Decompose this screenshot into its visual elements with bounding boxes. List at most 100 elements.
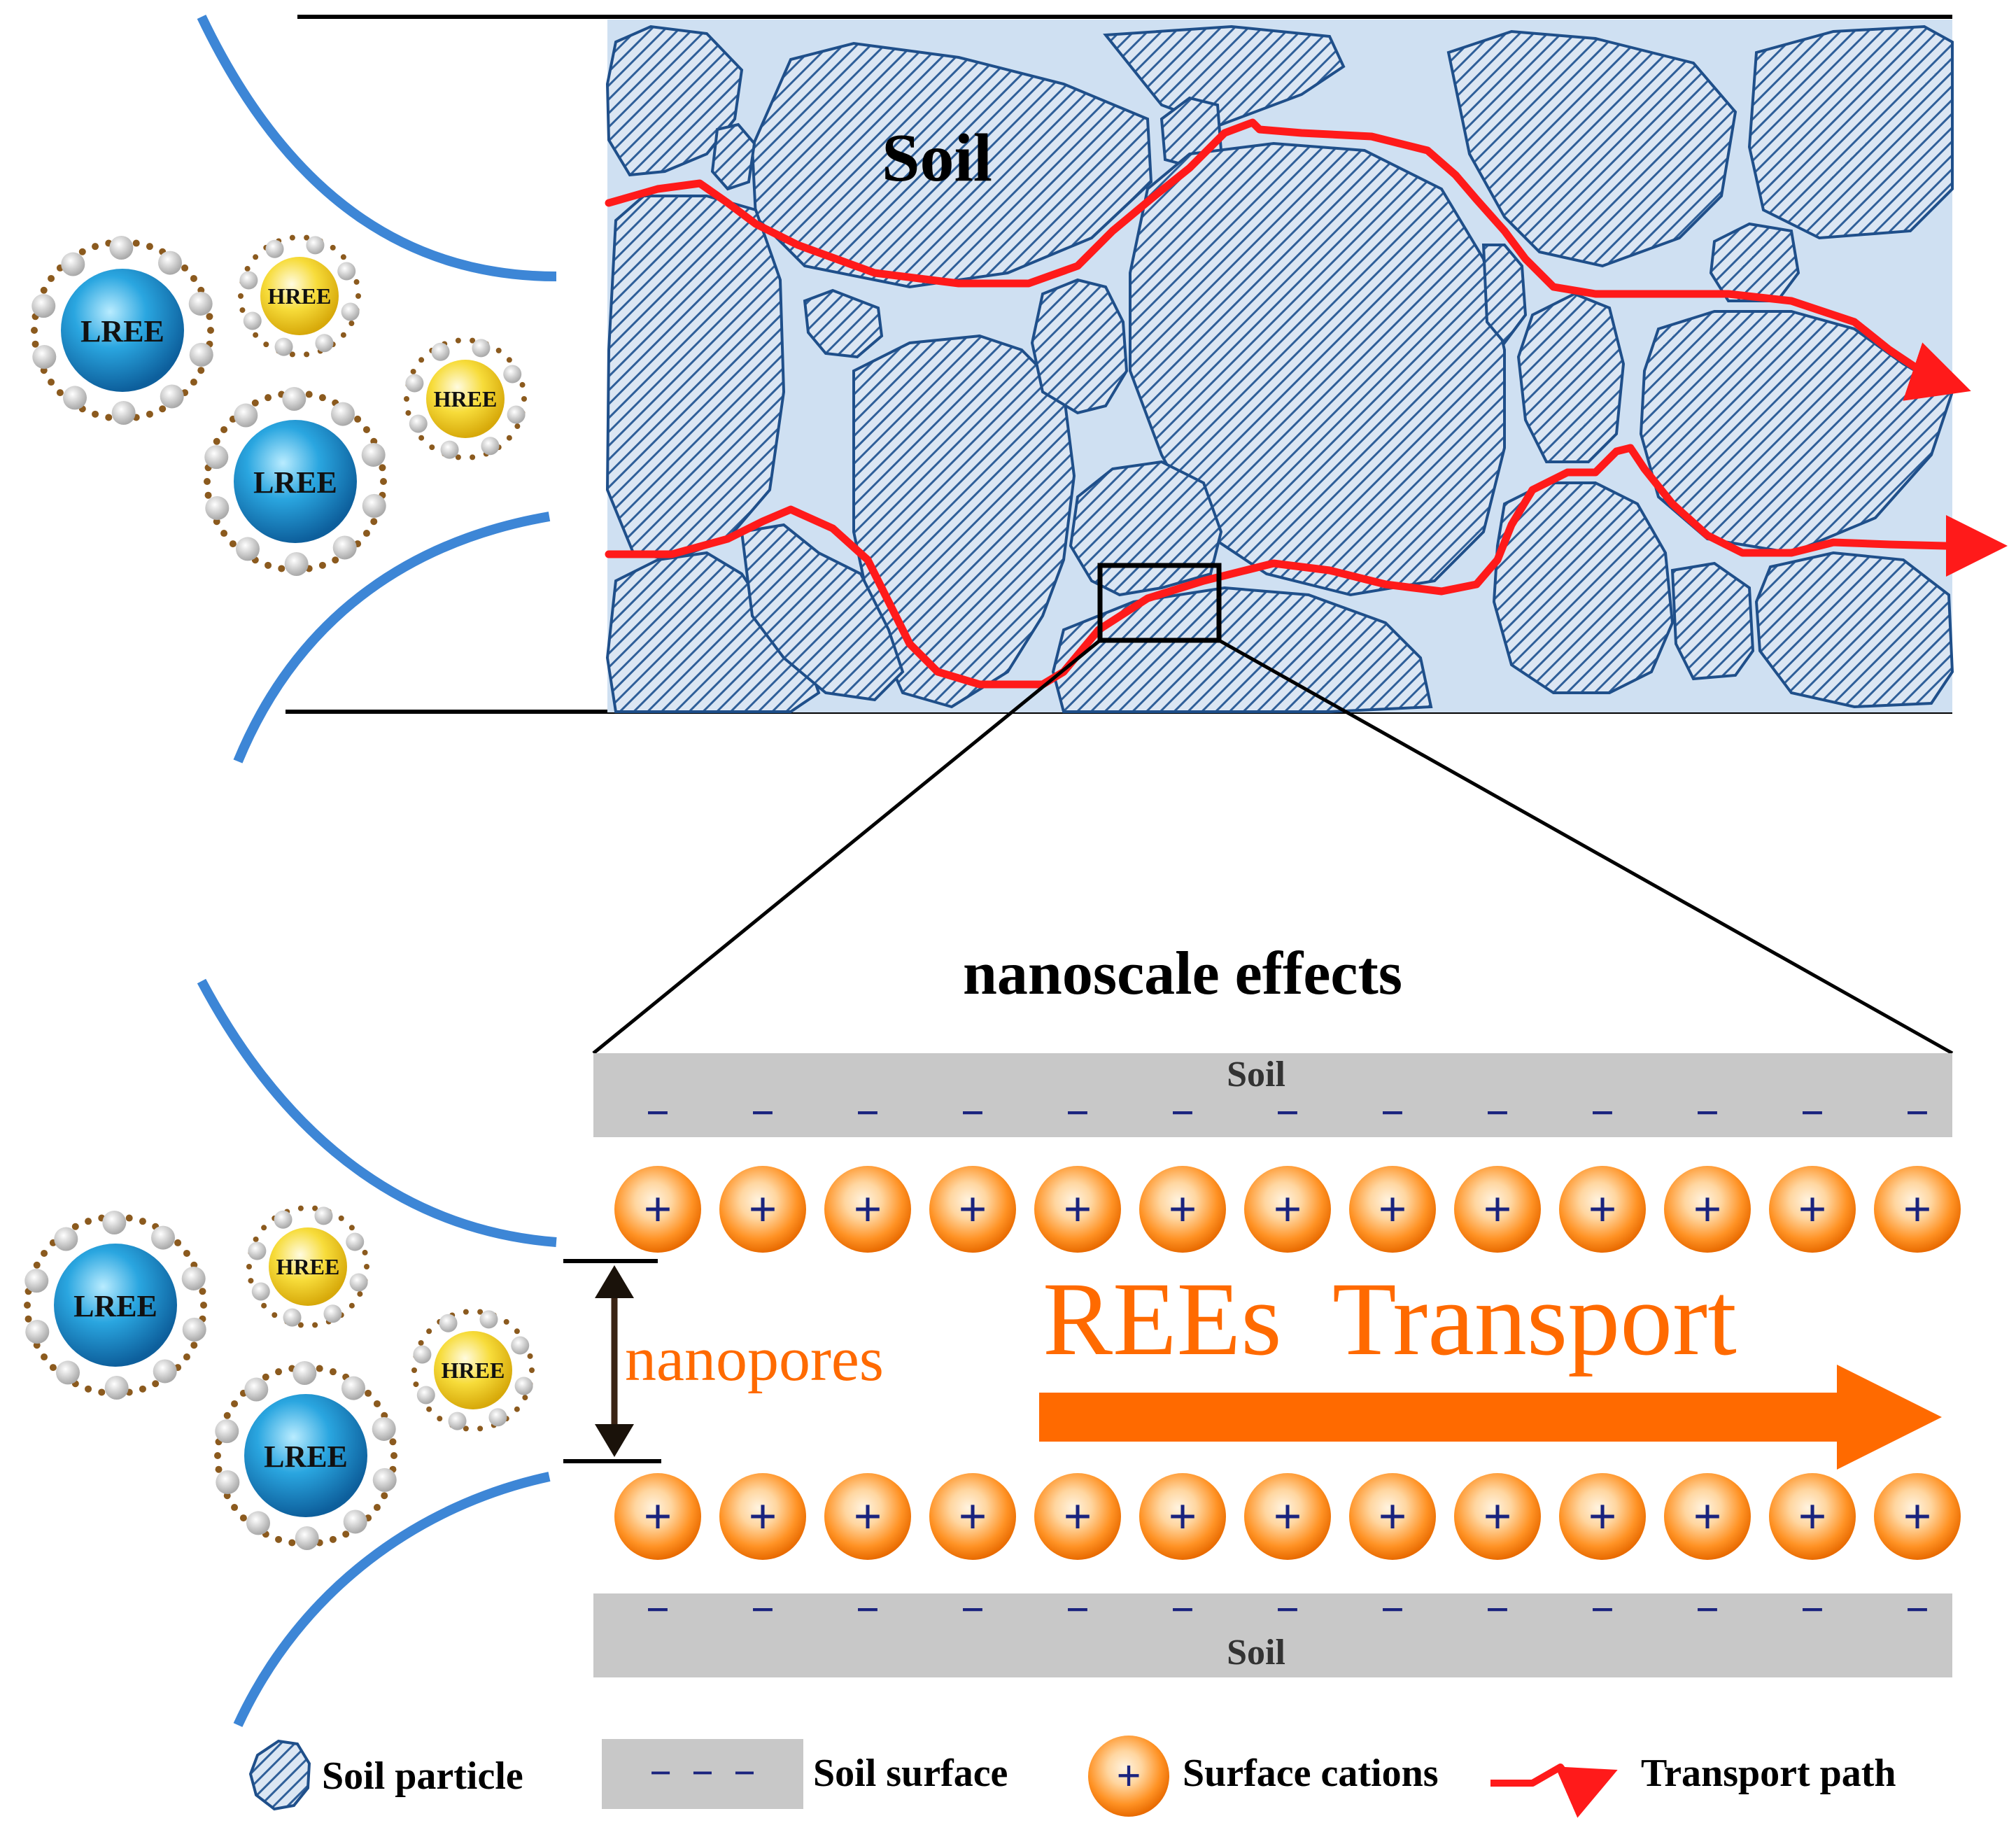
soil-particle [1516,292,1626,463]
surface-cation: + [1139,1473,1226,1560]
lree-label: LREE [80,314,164,349]
surface-cation: + [1559,1166,1646,1253]
cation-plus-sign: + [748,1488,777,1544]
negative-charge: − [1276,1586,1299,1633]
negative-charge: − [1905,1090,1929,1136]
cation-plus-sign: + [643,1181,672,1237]
soil-particle [803,288,884,359]
cation-plus-sign: + [1588,1488,1616,1544]
lree-label: LREE [264,1440,348,1474]
cation-plus-sign: + [1693,1181,1721,1237]
legend-soil-surface-icon [602,1739,803,1809]
channel-wall-upper [197,14,557,281]
cation-plus-sign: + [1798,1181,1826,1237]
soil-particle [1481,244,1528,346]
cation-plus-sign: + [748,1181,777,1237]
transport-path-upper [605,118,1971,401]
negative-charge: − [1066,1090,1090,1136]
surface-cation: + [824,1473,911,1560]
surface-cation: + [1874,1166,1961,1253]
negative-charge: − [1276,1090,1299,1136]
surface-cation: + [1664,1473,1751,1560]
soil-surface-bottom-label: Soil [1227,1633,1285,1673]
channel-wall-lower [233,512,551,763]
lree-ion: LREE [204,387,387,576]
surface-cation: + [1034,1166,1121,1253]
nanopore-double-arrow [595,1265,634,1457]
cation-plus-sign: + [1588,1181,1616,1237]
soil-particle [1051,586,1433,713]
negative-charge: − [1486,1090,1509,1136]
cation-plus-sign: + [1378,1181,1407,1237]
hree-ion: HREE [246,1205,369,1328]
soil-label: Soil [882,120,992,196]
cation-plus-sign: + [1273,1488,1302,1544]
legend-soil-particle-label: Soil particle [322,1754,523,1798]
negative-charge: − [1171,1090,1194,1136]
transport-path-lower [605,444,2008,689]
cation-plus-sign: + [958,1181,987,1237]
lree-label: LREE [253,465,337,500]
nanoscale-title: nanoscale effects [963,940,1402,1008]
negative-charge: − [1171,1586,1194,1633]
channel-wall-lower-bottom [233,1472,551,1727]
surface-cations-top: +++++++++++++ [614,1166,1961,1253]
surface-cation: + [1244,1473,1331,1560]
surface-cation: + [929,1166,1016,1253]
surface-cation: + [1874,1473,1961,1560]
surface-cation: + [614,1166,701,1253]
soil-particles [605,24,1954,713]
ion-cluster-top: LREE HREE HREE LREE [31,234,527,576]
negative-charge: − [856,1586,880,1633]
zoom-line-right [1218,638,1954,1055]
lree-label: LREE [73,1289,157,1323]
cation-plus-sign: + [1903,1181,1931,1237]
cation-plus-sign: + [1063,1488,1092,1544]
negative-charge: − [1591,1586,1614,1633]
hree-ion: HREE [404,337,527,460]
negative-charge: − [1905,1586,1929,1633]
surface-cation: + [929,1473,1016,1560]
soil-particle [1747,24,1954,240]
negative-charge: − [751,1586,775,1633]
surface-cation: + [1769,1473,1856,1560]
soil-particle [1670,561,1755,681]
cation-plus-sign: + [1483,1488,1511,1544]
cation-plus-sign: + [853,1181,882,1237]
lree-ion: LREE [214,1361,397,1550]
negative-charge: − [1696,1586,1719,1633]
negative-charge: − [961,1586,985,1633]
negative-charge: − [1381,1586,1404,1633]
hree-ion: HREE [411,1309,535,1432]
soil-surface-top [593,1053,1952,1137]
negative-charge: − [751,1090,775,1136]
cation-plus-sign: + [643,1488,672,1544]
surface-cation: + [1244,1166,1331,1253]
svg-text:+: + [1116,1752,1141,1800]
hree-ion: HREE [238,234,361,358]
surface-cation: + [614,1473,701,1560]
legend-surface-cation-icon: + [1088,1736,1169,1817]
surface-cation: + [1349,1473,1436,1560]
zoom-line-left [592,639,1101,1055]
hree-label: HREE [434,386,498,411]
cation-plus-sign: + [1798,1488,1826,1544]
legend-transport-path-icon [1490,1764,1618,1818]
negative-charge: − [646,1090,670,1136]
surface-cation: + [1454,1166,1541,1253]
soil-particle [1103,24,1346,128]
legend: Soil particle − − − Soil surface + Surfa… [248,1736,1896,1818]
soil-particle [1754,551,1954,709]
ion-cluster-bottom: LREE HREE HREE LREE [24,1205,535,1550]
surface-cation: + [1139,1166,1226,1253]
negative-charges-bottom: −−−−−−−−−−−−− [646,1586,1929,1633]
negative-charge: − [856,1090,880,1136]
negative-charge: − [646,1586,670,1633]
zoom-box [1097,563,1222,643]
soil-particle [1709,222,1800,302]
surface-cation: + [1769,1166,1856,1253]
legend-soil-particle-icon [248,1739,311,1811]
cation-plus-sign: + [1693,1488,1721,1544]
rees-transport-arrow [1039,1365,1942,1470]
